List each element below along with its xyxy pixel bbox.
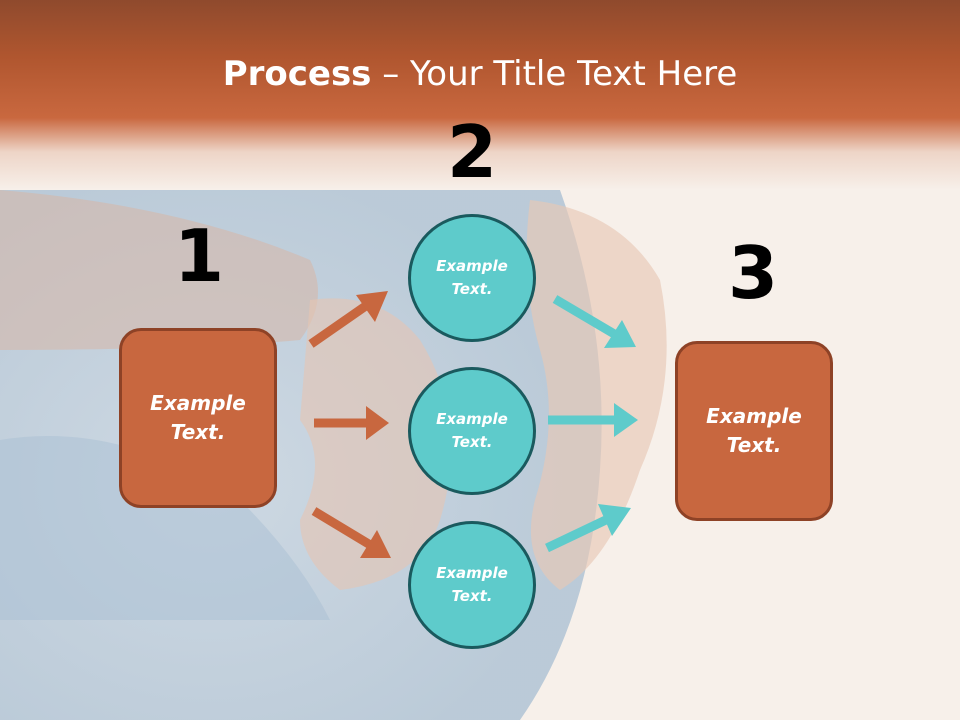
arrow-1-to-middle: [314, 406, 389, 440]
arrow-1-to-bottom: [311, 507, 391, 558]
step-number-1: 1: [173, 214, 225, 298]
step-2-circle-bottom-label: Example Text.: [436, 564, 508, 605]
step-2-circle-top-label: Example Text.: [436, 257, 508, 298]
step-1-box: Example Text.: [119, 328, 277, 508]
step-2-circle-middle: Example Text.: [408, 367, 536, 495]
arrow-bottom-to-3: [545, 504, 631, 553]
step-3-box: Example Text.: [675, 341, 833, 521]
step-2-circle-middle-label: Example Text.: [436, 410, 508, 451]
step-number-3: 3: [727, 231, 779, 315]
arrow-1-to-top: [308, 291, 388, 348]
step-2-circle-bottom: Example Text.: [408, 521, 536, 649]
slide-title: Process – Your Title Text Here: [0, 52, 960, 96]
step-1-label: Example Text.: [150, 391, 246, 444]
title-strong: Process: [222, 54, 372, 94]
step-number-2: 2: [446, 110, 498, 194]
step-3-label: Example Text.: [706, 404, 802, 457]
step-2-circle-top: Example Text.: [408, 214, 536, 342]
title-rest: – Your Title Text Here: [371, 54, 738, 94]
arrow-top-to-3: [552, 295, 636, 348]
arrow-middle-to-3: [548, 403, 638, 437]
title-band: [0, 0, 960, 190]
